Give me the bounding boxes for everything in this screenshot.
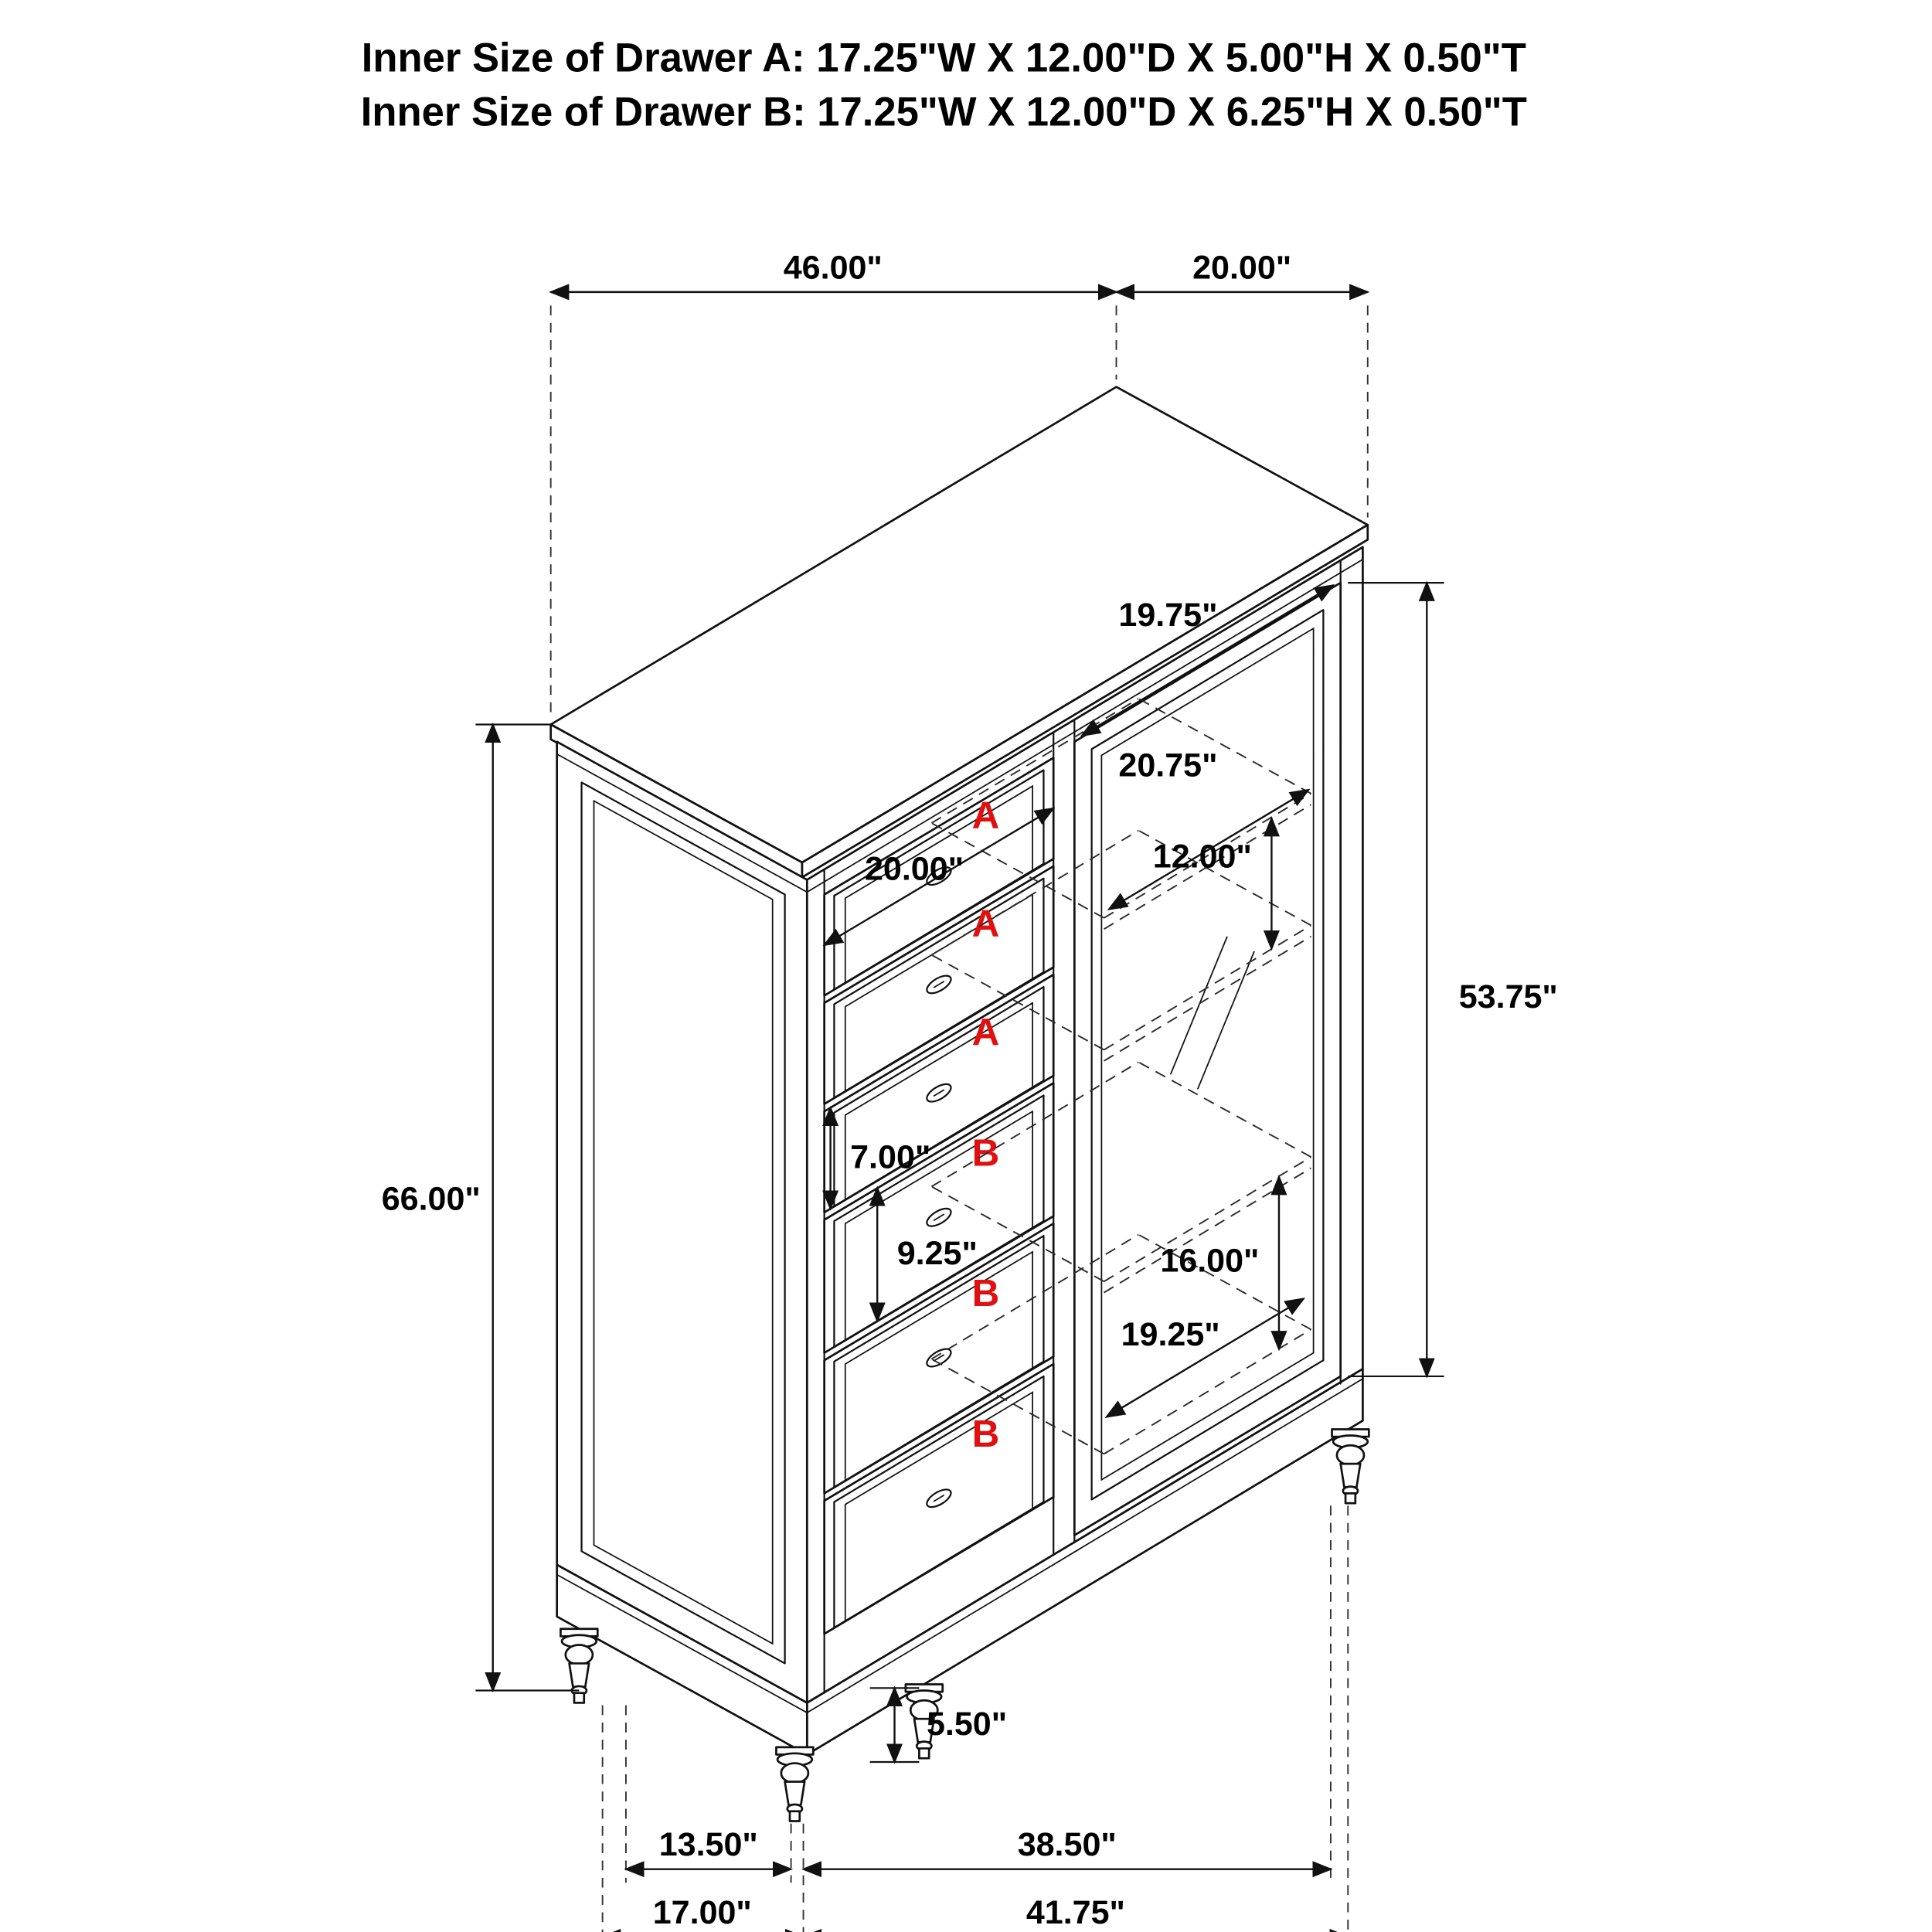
dim-base-width-label: 41.75": [1026, 1894, 1125, 1931]
drawer-handle-icon: [926, 1207, 952, 1227]
left-panel-outer: [580, 781, 786, 1665]
feet: [560, 1428, 1370, 1822]
dim-door-width-label: 19.75": [1118, 597, 1217, 634]
glass-reflection-icon: [1169, 936, 1255, 1090]
dimension-annotations: 46.00" 20.00" 66.00" 53.75" 19.75" 20.75…: [382, 249, 1558, 1932]
dim-interior-width-top: 20.75": [1107, 747, 1311, 911]
dim-door-width: 19.75": [1080, 583, 1335, 737]
extension-lines: [549, 305, 1369, 1932]
drawer-handle-icon: [926, 1488, 952, 1509]
dim-drawer-a-front-height-label: 7.00": [850, 1138, 930, 1175]
foot-front-center: [904, 1683, 944, 1760]
drawer-6: B: [823, 1362, 1055, 1635]
dim-foot-span-width-label: 38.50": [1018, 1826, 1117, 1863]
dim-drawer-b-front-height: 9.25": [869, 1185, 978, 1323]
drawer-handle-icon: [926, 975, 952, 995]
dim-drawer-front-width-label: 20.00": [865, 850, 964, 887]
dim-interior-width-bottom: 19.25": [1104, 1298, 1306, 1418]
drawer-label-a2: A: [972, 903, 1000, 945]
dim-base-depth-label: 17.00": [653, 1894, 752, 1931]
dimension-arrow: [1107, 788, 1311, 911]
dim-door-height-label: 53.75": [1459, 978, 1558, 1015]
dim-overall-height: 66.00": [382, 722, 580, 1693]
drawer-handle-icon: [926, 1083, 952, 1103]
dim-top-width-label: 46.00": [784, 249, 883, 286]
dim-drawer-front-width: 20.00": [822, 807, 1056, 947]
dim-overall-height-label: 66.00": [382, 1181, 481, 1218]
drawer-label-b2: B: [972, 1272, 1000, 1315]
base-molding-line: [556, 1378, 1363, 1714]
dim-shelf-spacing-lower: 16.00": [1160, 1175, 1287, 1352]
dim-foot-span-width: 38.50": [801, 1826, 1333, 1878]
dim-interior-width-bottom-label: 19.25": [1121, 1316, 1220, 1353]
foot-back-left: [560, 1628, 599, 1704]
dim-shelf-spacing-lower-label: 16.00": [1160, 1242, 1259, 1279]
drawer-label-a1: A: [972, 794, 1000, 836]
header-line-1: Inner Size of Drawer A: 17.25"W X 12.00"…: [362, 35, 1526, 80]
drawer-label-a3: A: [972, 1011, 1000, 1053]
dim-drawer-b-front-height-label: 9.25": [897, 1235, 978, 1272]
foot-front-right: [1331, 1428, 1370, 1505]
foot-front-left: [775, 1746, 815, 1822]
dimension-arrow: [1080, 583, 1335, 737]
dim-shelf-spacing-upper: 12.00": [1153, 816, 1280, 951]
shelf-3: [930, 1061, 1311, 1294]
left-panel-inner: [593, 799, 774, 1645]
dim-drawer-a-front-height: 7.00": [822, 1105, 930, 1211]
header-line-2: Inner Size of Drawer B: 17.25"W X 12.00"…: [361, 90, 1527, 135]
dimension-arrow: [822, 807, 1056, 947]
dim-shelf-spacing-upper-label: 12.00": [1153, 838, 1252, 875]
dimension-arrow: [1104, 1298, 1306, 1418]
dim-interior-width-top-label: 20.75": [1118, 747, 1217, 784]
drawer-handle-icon: [926, 1348, 952, 1368]
drawer-label-b1: B: [972, 1131, 1000, 1174]
drawer-5: B: [823, 1222, 1055, 1495]
dim-top-depth: 20.00": [1114, 249, 1370, 301]
drawer-label-b3: B: [972, 1413, 1000, 1455]
dim-leg-height-label: 5.50": [927, 1706, 1007, 1743]
dim-base-depth: 17.00": [600, 1894, 806, 1932]
dim-base-width: 41.75": [801, 1894, 1350, 1932]
dim-top-depth-label: 20.00": [1192, 249, 1291, 286]
dim-door-height: 53.75": [1348, 580, 1558, 1379]
dim-leg-height: 5.50": [869, 1685, 1007, 1764]
dim-foot-span-depth: 13.50": [624, 1826, 794, 1878]
dim-foot-span-depth-label: 13.50": [659, 1826, 758, 1863]
dim-top-width: 46.00": [549, 249, 1119, 301]
